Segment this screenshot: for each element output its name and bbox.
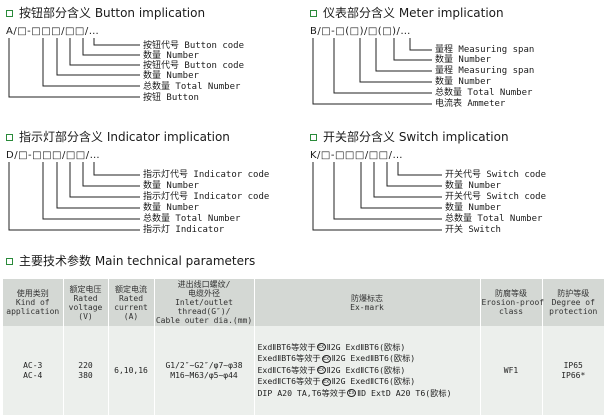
indicator-label-1: 指示灯代号 Indicator code (143, 170, 270, 180)
technical-parameters-table: 使用类别 Kind of application 额定电压 Rated volt… (3, 279, 604, 415)
meter-leader-lines (312, 38, 432, 105)
button-leader-lines (8, 38, 140, 98)
header-erosion-proof-class: 防腐等级 Erosion-proof class (480, 279, 544, 326)
button-label-1: 按钮代号 Button code (143, 41, 245, 51)
meter-code-diagram: 量程 Measuring span 数量 Number 量程 Measuring… (310, 38, 605, 112)
button-label-2: 数量 Number (143, 51, 199, 61)
switch-label-6: 开关 Switch (445, 225, 501, 235)
switch-label-4: 数量 Number (445, 203, 501, 213)
button-section-title: 按钮部分含义 Button implication (6, 6, 205, 20)
header-rated-voltage: 额定电压 Rated voltage (V) (63, 279, 109, 326)
button-label-3: 按钮代号 Button code (143, 61, 245, 71)
ex-hexagon-icon: Ex (321, 377, 331, 386)
cell-kind: AC-3 AC-4 (3, 326, 64, 415)
indicator-leader-lines (8, 162, 140, 231)
cell-erosion-class: WF1 (480, 326, 543, 415)
cell-thread: G1/2″~G2″/φ7~φ38 M16~M63/φ5~φ44 (154, 326, 255, 415)
indicator-code-diagram: 指示灯代号 Indicator code 数量 Number 指示灯代号 Ind… (6, 162, 301, 238)
square-bullet-icon (310, 9, 317, 17)
indicator-code-pattern: D/□-□□□/□□/… (6, 150, 101, 161)
square-bullet-icon (6, 9, 13, 17)
header-rated-current: 额定电流 Rated current (A) (108, 279, 155, 326)
indicator-label-2: 数量 Number (143, 181, 199, 191)
switch-label-3: 开关代号 Switch code (445, 192, 547, 202)
indicator-label-3: 指示灯代号 Indicator code (143, 192, 270, 202)
cell-voltage: 220 380 (63, 326, 109, 415)
meter-label-2: 数量 Number (435, 55, 491, 65)
table-header-row: 使用类别 Kind of application 额定电压 Rated volt… (3, 279, 604, 326)
header-inlet-outlet-thread: 进出线口螺纹/ 电缆外径 Inlet/outlet thread(G″)/ Ca… (154, 279, 255, 326)
header-ex-mark: 防爆标志 Ex-mark (254, 279, 481, 326)
ex-hexagon-icon: Ex (316, 366, 326, 375)
header-kind-of-application: 使用类别 Kind of application (3, 279, 64, 326)
meter-code-pattern: B/□-□(□)/□(□)/… (310, 26, 411, 37)
main-params-section-title: 主要技术参数 Main technical parameters (6, 254, 255, 268)
ex-hexagon-icon: Ex (321, 354, 331, 363)
switch-label-1: 开关代号 Switch code (445, 170, 547, 180)
ex-hexagon-icon: Ex (316, 343, 326, 352)
cell-protection: IP65 IP66* (542, 326, 604, 415)
meter-label-3: 量程 Measuring span (435, 66, 535, 76)
meter-section-title: 仪表部分含义 Meter implication (310, 6, 504, 20)
square-bullet-icon (6, 133, 13, 141)
ex-hexagon-icon: Ex (347, 389, 357, 398)
meter-label-6: 电流表 Ammeter (435, 99, 506, 109)
square-bullet-icon (6, 257, 13, 265)
cell-current: 6,10,16 (108, 326, 155, 415)
table-row: AC-3 AC-4 220 380 6,10,16 G1/2″~G2″/φ7~φ… (3, 326, 604, 415)
button-label-6: 按钮 Button (143, 93, 199, 103)
switch-code-diagram: 开关代号 Switch code 数量 Number 开关代号 Switch c… (310, 162, 605, 238)
indicator-section-title: 指示灯部分含义 Indicator implication (6, 130, 230, 144)
switch-label-2: 数量 Number (445, 181, 501, 191)
switch-section-title: 开关部分含义 Switch implication (310, 130, 509, 144)
indicator-label-6: 指示灯 Indicator (143, 225, 225, 235)
switch-label-5: 总数量 Total Number (445, 214, 543, 224)
button-code-diagram: 按钮代号 Button code 数量 Number 按钮代号 Button c… (6, 38, 296, 112)
square-bullet-icon (310, 133, 317, 141)
button-label-5: 总数量 Total Number (143, 82, 241, 92)
meter-label-4: 数量 Number (435, 77, 491, 87)
indicator-label-4: 数量 Number (143, 203, 199, 213)
button-code-pattern: A/□-□□□/□□/… (6, 26, 100, 37)
indicator-label-5: 总数量 Total Number (143, 214, 241, 224)
header-degree-of-protection: 防护等级 Degree of protection (542, 279, 604, 326)
switch-leader-lines (312, 162, 442, 231)
switch-code-pattern: K/□-□□□/□□/… (310, 150, 403, 161)
meter-label-5: 总数量 Total Number (435, 88, 533, 98)
meter-label-1: 量程 Measuring span (435, 45, 535, 55)
button-label-4: 数量 Number (143, 71, 199, 81)
